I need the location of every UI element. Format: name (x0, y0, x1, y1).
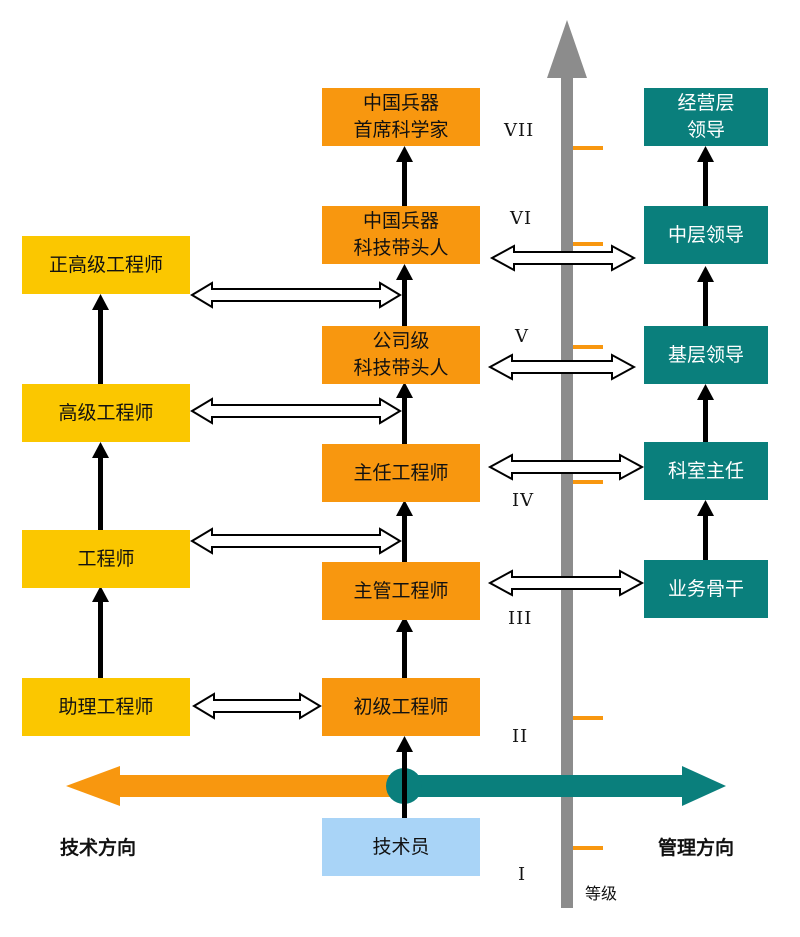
box-label-line2: 领导 (686, 119, 725, 141)
box-section-director: 科室主任 (644, 442, 768, 500)
grade-tick (573, 146, 603, 150)
double-arrow (487, 453, 645, 481)
up-arrow (703, 510, 708, 560)
grade-tick (573, 716, 603, 720)
vertical-arrows (92, 146, 714, 818)
box-label: 科室主任 (667, 459, 744, 482)
grade-level-label: V (515, 326, 529, 347)
grade-tick (573, 846, 603, 850)
box-business-backbone: 业务骨干 (644, 560, 768, 618)
box-label: 工程师 (77, 547, 135, 570)
box-label: 技术员 (372, 835, 430, 858)
up-arrow-head (396, 736, 413, 752)
box-label: 中层领导 (667, 223, 744, 246)
grade-axis-shaft (561, 70, 573, 908)
box-professor-engineer: 正高级工程师 (22, 236, 190, 294)
box-label-line1: 中国兵器 (362, 210, 439, 232)
up-arrow-head (396, 146, 413, 162)
double-arrow (192, 692, 322, 720)
box-label-line1: 经营层 (677, 92, 735, 114)
up-arrow-head (396, 382, 413, 398)
up-arrow (98, 598, 103, 678)
up-arrow (402, 392, 407, 444)
box-label: 高级工程师 (58, 401, 154, 424)
up-arrow (703, 276, 708, 326)
up-arrow (703, 394, 708, 442)
grade-level-label: III (508, 608, 533, 629)
box-label-line1: 公司级 (372, 330, 430, 352)
box-engineer: 工程师 (22, 530, 190, 588)
grade-level-label: VII (504, 120, 535, 141)
box-grassroots-leader: 基层领导 (644, 326, 768, 384)
up-arrow (98, 454, 103, 530)
up-arrow-head (92, 442, 109, 458)
box-label-line1: 中国兵器 (362, 92, 439, 114)
box-executive-leader: 经营层领导 (644, 88, 768, 146)
grade-tick (573, 480, 603, 484)
up-arrow-head (697, 146, 714, 162)
up-arrow-head (697, 384, 714, 400)
up-arrow (402, 158, 407, 206)
box-label: 正高级工程师 (48, 253, 163, 276)
box-company-tech-leader: 公司级科技带头人 (322, 326, 480, 384)
box-assistant-engineer: 助理工程师 (22, 678, 190, 736)
double-arrow (190, 397, 402, 425)
box-group-tech-leader: 中国兵器科技带头人 (322, 206, 480, 264)
double-arrow (190, 281, 402, 309)
up-arrow-head (396, 616, 413, 632)
grade-level-label: IV (512, 490, 535, 511)
box-label: 主管工程师 (353, 579, 449, 602)
box-label: 助理工程师 (58, 695, 154, 718)
technical-direction-label: 技术方向 (60, 837, 137, 859)
double-arrow (487, 569, 645, 597)
grade-axis-arrowhead (547, 20, 587, 78)
equivalence-arrows (190, 244, 645, 720)
grade-level-label: II (512, 726, 529, 747)
up-arrow (402, 510, 407, 562)
box-label: 业务骨干 (667, 577, 744, 600)
box-chief-scientist: 中国兵器首席科学家 (322, 88, 480, 146)
up-arrow-head (396, 264, 413, 280)
box-supervisor-engineer: 主管工程师 (322, 562, 480, 620)
grade-axis-label: 等级 (585, 884, 618, 903)
up-arrow-head (396, 500, 413, 516)
management-direction-label: 管理方向 (658, 837, 735, 859)
technical-direction-shaft (118, 775, 404, 797)
double-arrow (190, 527, 402, 555)
box-label: 基层领导 (667, 343, 744, 366)
management-direction-shaft (404, 775, 684, 797)
up-arrow-head (92, 294, 109, 310)
double-arrow (487, 353, 637, 381)
box-label: 主任工程师 (353, 461, 449, 484)
grade-tick (573, 242, 603, 246)
up-arrow-head (92, 586, 109, 602)
up-arrow (402, 626, 407, 678)
box-label-line2: 首席科学家 (353, 119, 449, 141)
management-direction-arrowhead (682, 766, 726, 806)
box-label-line2: 科技带头人 (353, 237, 449, 259)
box-label-line2: 科技带头人 (353, 357, 449, 379)
up-arrow (402, 748, 407, 818)
up-arrow (402, 274, 407, 326)
grade-level-label: VI (510, 208, 533, 229)
double-arrow (489, 244, 637, 272)
up-arrow-head (697, 500, 714, 516)
up-arrow-head (697, 266, 714, 282)
grade-tick (573, 345, 603, 349)
box-middle-leader: 中层领导 (644, 206, 768, 264)
box-junior-engineer: 初级工程师 (322, 678, 480, 736)
up-arrow (703, 158, 708, 206)
box-chief-engineer: 主任工程师 (322, 444, 480, 502)
box-technician: 技术员 (322, 818, 480, 876)
grade-level-label: I (518, 864, 527, 885)
up-arrow (98, 306, 103, 384)
box-label: 初级工程师 (353, 695, 449, 718)
technical-direction-arrowhead (66, 766, 120, 806)
box-senior-engineer: 高级工程师 (22, 384, 190, 442)
